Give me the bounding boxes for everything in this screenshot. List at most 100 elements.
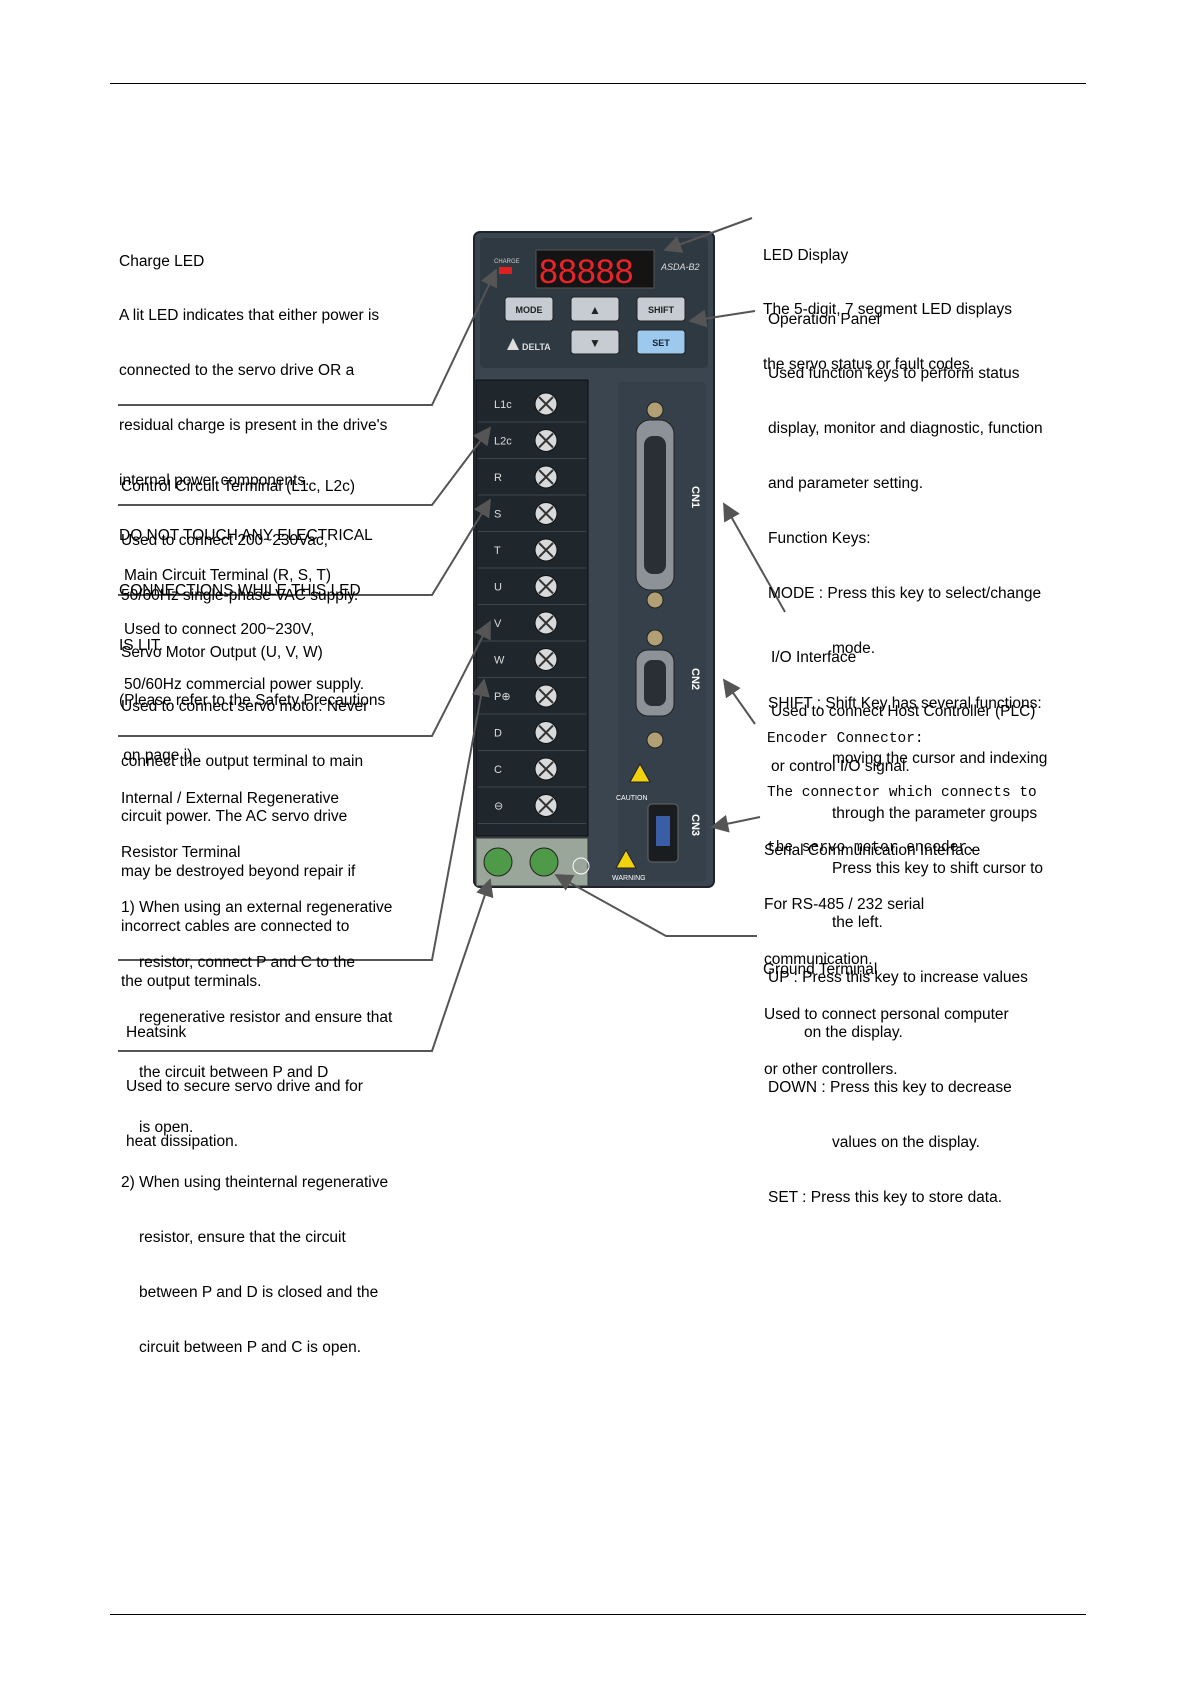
leader-control-circuit [118, 426, 492, 506]
mode-key[interactable] [504, 296, 554, 322]
terminal-label: L1c [494, 399, 512, 411]
charge-led-line: A lit LED indicates that either power is [119, 307, 380, 325]
set-key-label: SET [652, 338, 670, 348]
servo-output-line: connect the output terminal to main [121, 753, 364, 771]
cn2-screw-top [646, 629, 664, 647]
ground-symbol-icon [572, 857, 590, 875]
serial-callout: Serial Communication Interface For RS-48… [764, 805, 1009, 1098]
terminal-screw-slot [538, 542, 554, 558]
terminal-screw-slot [538, 761, 554, 777]
encoder-line: the servo motor encoder. [767, 840, 976, 857]
warning-icon [615, 848, 637, 869]
control-circuit-callout: Control Circuit Terminal (L1c, L2c) Used… [121, 441, 358, 624]
terminal-screw-slot [538, 505, 554, 522]
charge-led-callout: Charge LED A lit LED indicates that eith… [119, 216, 387, 783]
servo-output-line: the output terminals. [121, 972, 262, 990]
main-circuit-callout: Main Circuit Terminal (R, S, T) Used to … [124, 530, 364, 713]
servo-output-line: Used to connect servo motor. Never [121, 698, 369, 716]
charge-led-line: connected to the servo drive OR a [119, 362, 355, 380]
charge-led-title: Charge LED [119, 252, 205, 270]
serial-line: communication. [764, 951, 873, 969]
set-key[interactable] [636, 329, 686, 355]
servo-output-line: may be destroyed beyond repair if [121, 863, 356, 881]
heatsink-line: Used to secure servo drive and for [126, 1078, 363, 1096]
regen-item-2: 2) When using theinternal regenerative [121, 1173, 389, 1191]
regen-item-1-line: is open. [139, 1118, 194, 1136]
servo-output-line: incorrect cables are connected to [121, 918, 350, 936]
led-display-line: the servo status or fault codes. [763, 356, 975, 374]
led-display-title: LED Display [763, 246, 849, 264]
control-circuit-title: Control Circuit Terminal (L1c, L2c) [121, 477, 356, 495]
io-interface-callout: I/O Interface Used to connect Host Contr… [771, 612, 1035, 795]
main-circuit-line: Used to connect 200~230V, [124, 621, 315, 639]
regen-title: Internal / External Regenerative [121, 789, 339, 807]
io-interface-line: Used to connect Host Controller (PLC) [771, 703, 1036, 721]
cn2-socket [644, 660, 666, 706]
terminal-screw-slot [538, 578, 554, 595]
regen-title-2: Resistor Terminal [121, 844, 241, 862]
terminal-label: S [494, 509, 501, 521]
down-key[interactable] [570, 329, 620, 355]
cn2-screw-bottom [646, 731, 664, 749]
regen-item-1: 1) When using an external regenerative [121, 899, 393, 917]
cn1-socket [644, 436, 666, 574]
encoder-line: The connector which connects to [767, 785, 1037, 802]
charge-led-line: CONNECTIONS WHILE THIS LED [119, 581, 361, 599]
operation-panel-title: Operation Panel [768, 310, 881, 328]
cn1-screw-top [646, 401, 664, 419]
brand-model: ASDA-B2 [660, 262, 700, 272]
charge-led-line: DO NOT TOUCH ANY ELECTRICAL [119, 527, 373, 545]
regen-item-2-line: resistor, ensure that the circuit [139, 1228, 346, 1246]
io-interface-title: I/O Interface [771, 648, 857, 666]
cn1-label: CN1 [689, 486, 701, 508]
shift-key-desc-cont: moving the cursor and indexing [832, 749, 1048, 767]
shift-key-desc-cont: the left. [832, 914, 883, 932]
regen-item-1-line: resistor, connect P and C to the [139, 954, 355, 972]
terminal-screw-slot [538, 797, 554, 814]
servo-output-callout: Servo Motor Output (U, V, W) Used to con… [121, 607, 368, 1010]
header-rule [110, 83, 1086, 84]
terminal-label: W [494, 655, 505, 667]
charge-led-line: residual charge is present in the drive'… [119, 417, 388, 435]
terminal-label: C [494, 764, 502, 776]
main-circuit-line: 50/60Hz commercial power supply. [124, 676, 365, 694]
operation-panel-line: and parameter setting. [768, 475, 924, 493]
leader-io-interface [723, 502, 786, 613]
mode-key-desc-cont: mode. [832, 639, 876, 657]
terminal-screw-slot [538, 396, 554, 412]
terminal-screw-slot [538, 688, 554, 704]
led-digits: 88888 [539, 253, 634, 291]
ground-screw-1 [483, 847, 513, 877]
terminal-screw-slot [538, 432, 554, 449]
heatsink-line: heat dissipation. [126, 1133, 239, 1151]
terminal-label: T [494, 545, 501, 557]
caution-icon [629, 762, 651, 783]
leader-regen [118, 678, 490, 961]
cn3-port [656, 816, 670, 846]
operation-panel-line: Used function keys to perform status [768, 365, 1020, 383]
terminal-label: P⊕ [494, 691, 511, 703]
up-key[interactable] [570, 296, 620, 322]
terminal-label: D [494, 728, 502, 740]
operation-panel-line: Function Keys: [768, 530, 871, 548]
led-display-callout: LED Display The 5-digit, 7 segment LED d… [763, 210, 1012, 393]
serial-line: For RS-485 / 232 serial [764, 896, 925, 914]
terminal-screw-slot [538, 469, 554, 485]
servo-output-title: Servo Motor Output (U, V, W) [121, 643, 323, 661]
control-circuit-line: 50/60Hz single-phase VAC supply. [121, 587, 359, 605]
leader-operation-panel [688, 309, 756, 328]
regen-item-1-line: the circuit between P and D [139, 1064, 329, 1082]
terminal-block [475, 379, 589, 837]
charge-led-line: (Please refer to the Safety Precautions [119, 691, 386, 709]
io-interface-line: or control I/O signal. [771, 758, 910, 776]
cn1-screw-bottom [646, 591, 664, 609]
encoder-callout: Encoder Connector: The connector which c… [767, 693, 1037, 876]
leader-led-display [663, 217, 753, 253]
delta-logo-icon [507, 338, 519, 350]
terminal-label: L2c [494, 436, 512, 448]
shift-key[interactable] [636, 296, 686, 322]
shift-key-desc-cont: through the parameter groups [832, 804, 1038, 822]
leader-charge-led [118, 268, 498, 406]
encoder-title: Encoder Connector: [767, 730, 924, 747]
